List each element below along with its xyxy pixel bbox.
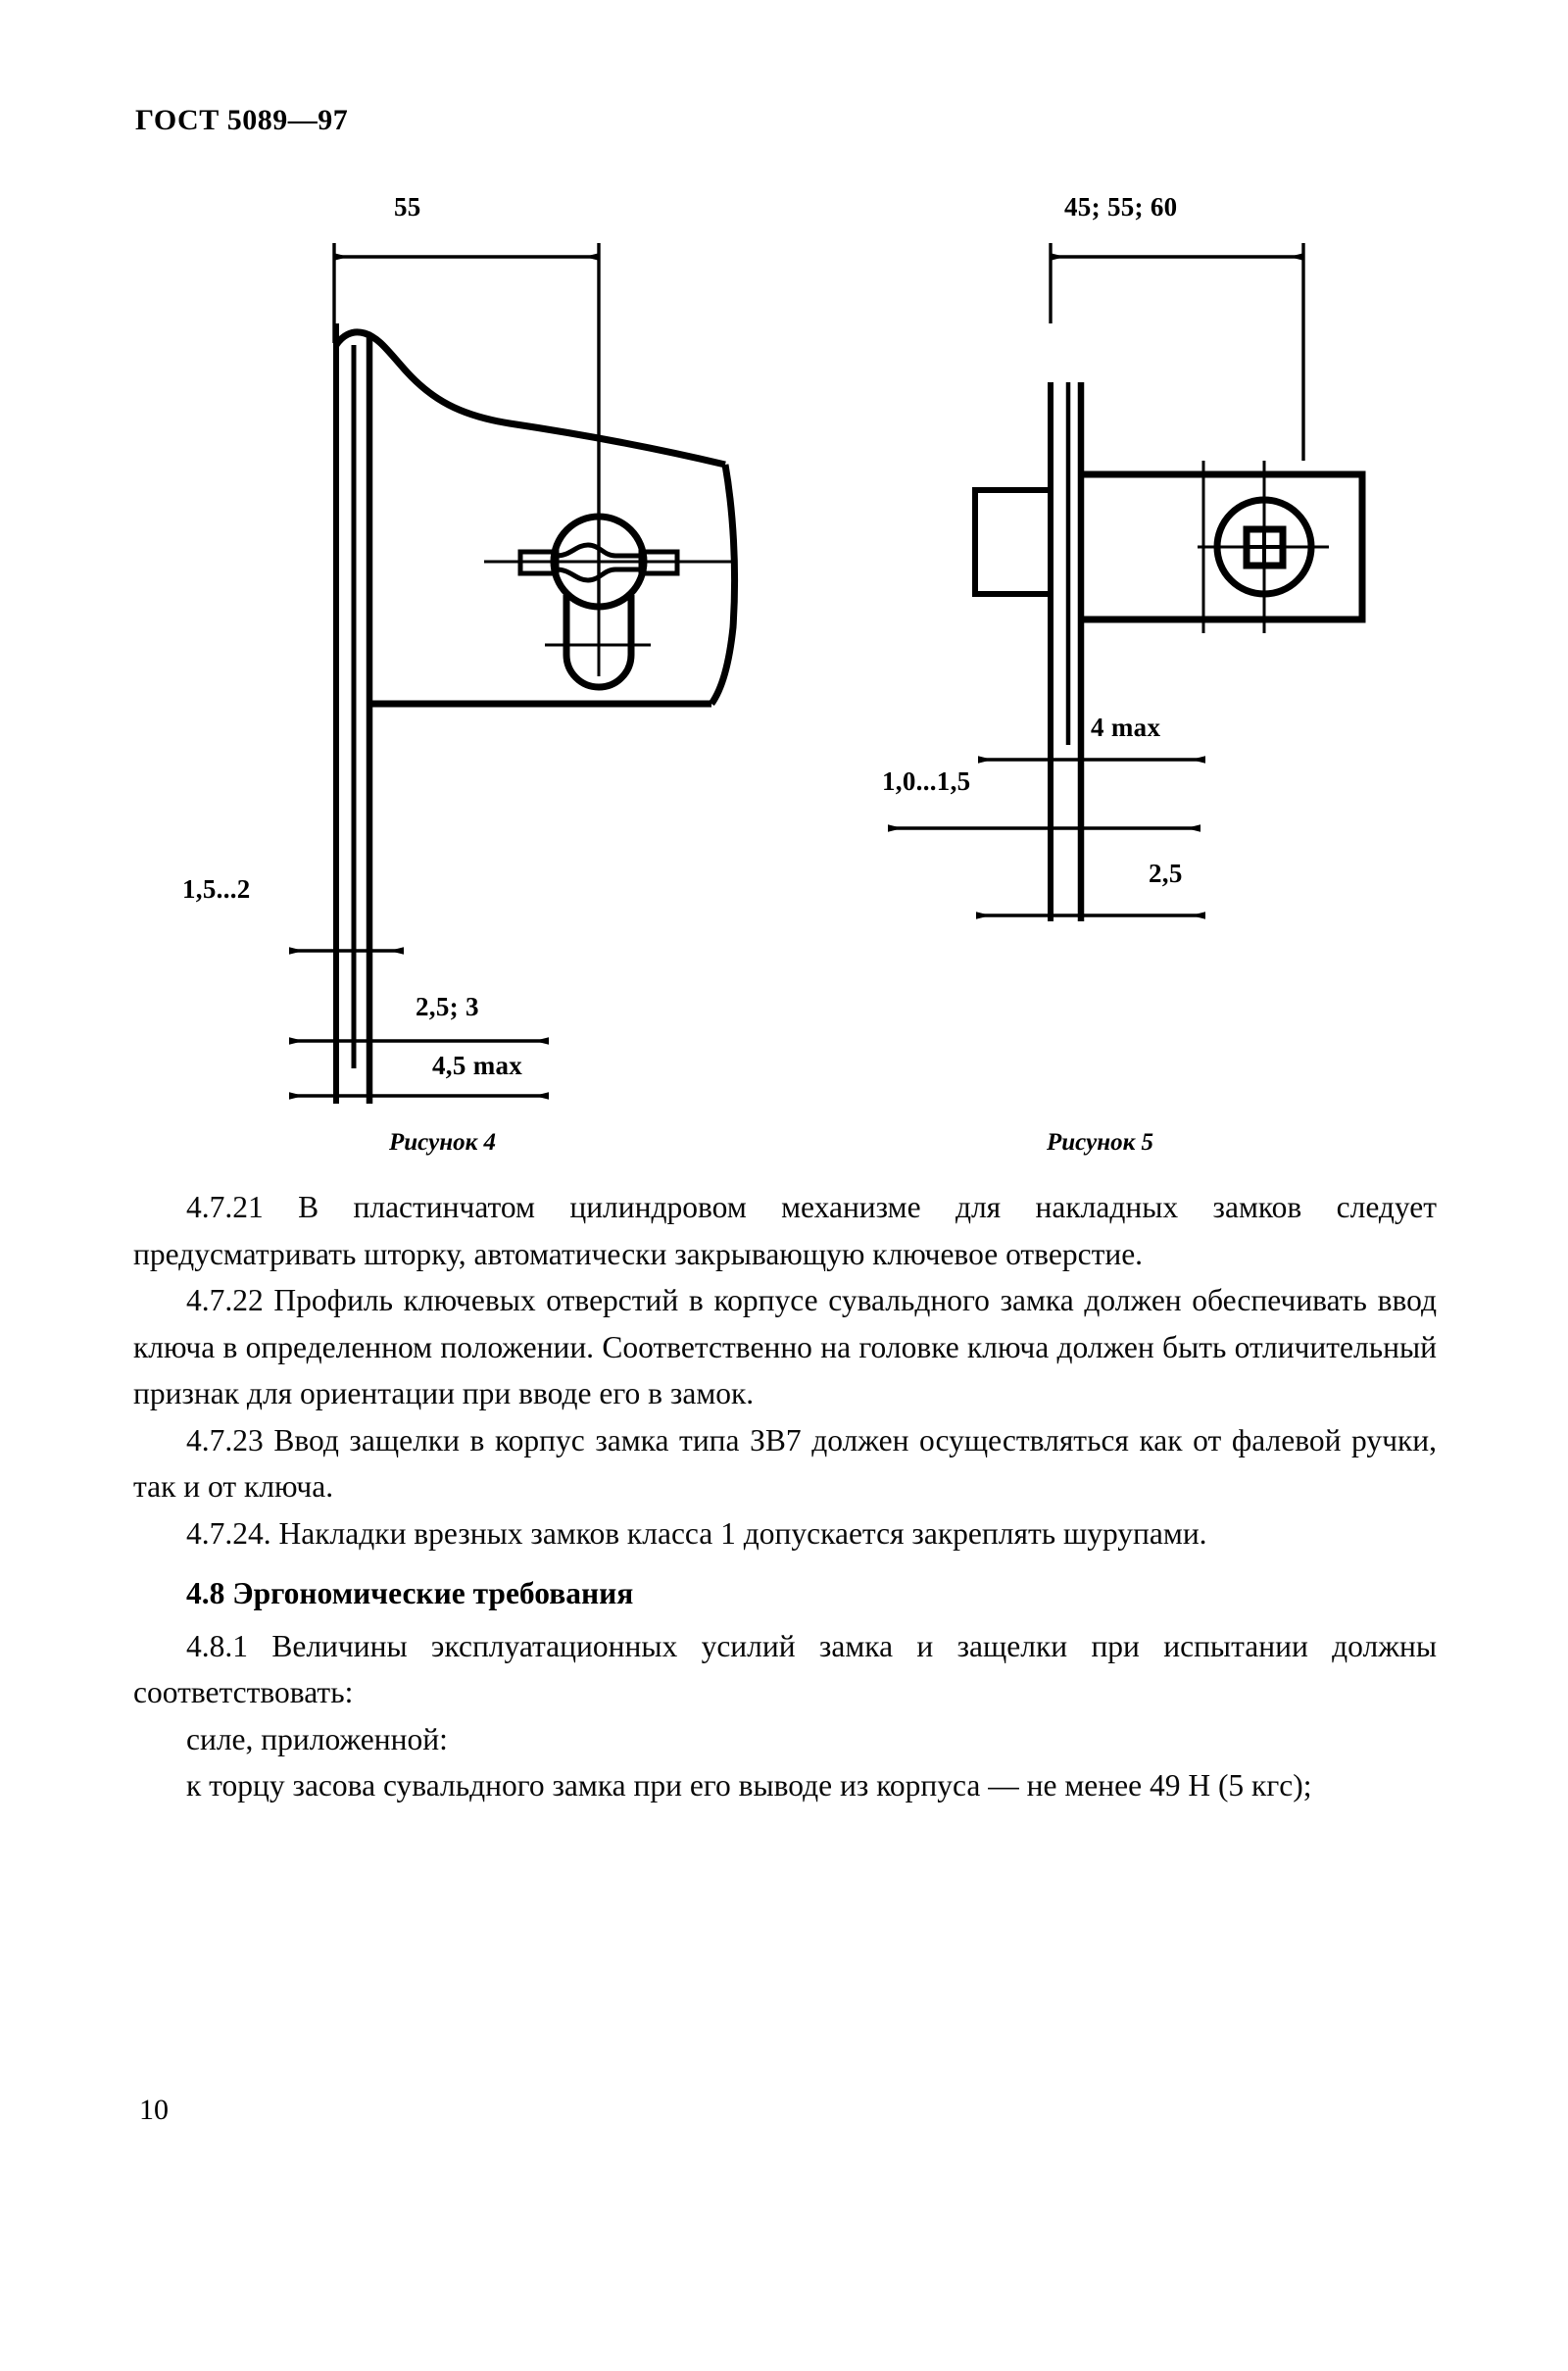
figure-5-caption: Рисунок 5 [1047,1129,1153,1156]
section-heading-4-8: 4.8 Эргономические требования [186,1576,634,1610]
page-number: 10 [139,2094,169,2126]
technical-drawings-area: 55 1,5...2 2,5; 3 4,5 max 45; 55; 60 4 m… [182,192,1366,1156]
figure-4-dimension-overall-max: 4,5 max [432,1051,523,1080]
list-item-force-applied: силе, приложенной: [186,1721,448,1756]
figure-5-dimension-width-options: 45; 55; 60 [1064,192,1178,222]
clause-4-7-22: 4.7.22 Профиль ключевых отверстий в корп… [133,1283,1437,1410]
figure-5-dimension-thickness-range: 1,0...1,5 [882,766,971,796]
figure-4-dimension-plate-thickness: 1,5...2 [182,874,251,904]
list-item-bolt-end-force: к торцу засова сувальдного замка при его… [186,1768,1312,1803]
figure-5-dimension-projection-max: 4 max [1091,713,1161,742]
document-header-standard-number: ГОСТ 5089—97 [135,104,349,136]
figure-4-dimension-step: 2,5; 3 [416,992,479,1021]
figure-4-drawing [289,243,739,1104]
clause-4-7-21: 4.7.21 В пластинчатом цилиндровом механи… [133,1190,1437,1271]
clause-4-7-24: 4.7.24. Накладки врезных замков класса 1… [186,1515,1207,1551]
figure-4-dimension-width: 55 [394,192,421,222]
figure-5-dimension-step: 2,5 [1149,859,1183,888]
figure-4-caption: Рисунок 4 [389,1129,496,1156]
document-body: 4.7.21 В пластинчатом цилиндровом механи… [133,1184,1437,1809]
clause-4-8-1: 4.8.1 Величины эксплуатационных усилий з… [133,1628,1437,1710]
figure-5-drawing [888,243,1366,921]
figures-svg [289,243,1366,1104]
clause-4-7-23: 4.7.23 Ввод защелки в корпус замка типа … [133,1422,1437,1505]
